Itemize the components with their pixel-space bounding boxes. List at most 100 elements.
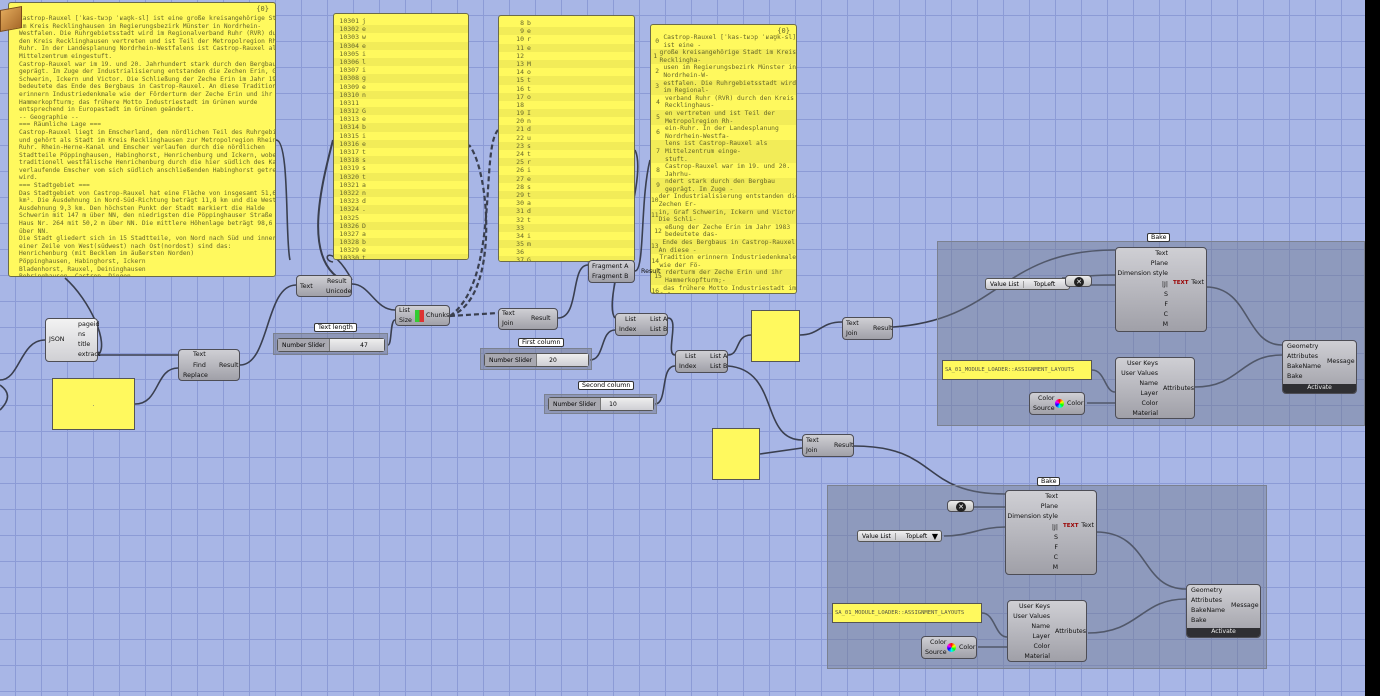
input-color[interactable]: Color — [1038, 395, 1055, 402]
output-list-a[interactable]: List A — [710, 353, 728, 360]
input-json[interactable]: JSON — [49, 336, 65, 343]
input-name[interactable]: Name — [1139, 380, 1158, 387]
value-list-selected[interactable]: TopLeft — [1033, 280, 1056, 288]
value-list-dropdown[interactable]: Value List TopLeft ▼ — [985, 278, 1070, 290]
output-pageid[interactable]: pageid — [78, 321, 100, 328]
input-text[interactable]: Text — [806, 437, 819, 444]
value-list-selected[interactable]: TopLeft — [905, 532, 928, 540]
dropdown-arrow-icon[interactable]: ▼ — [931, 531, 938, 541]
input-fragment-b[interactable]: Fragment B — [592, 273, 629, 280]
input-list[interactable]: List — [685, 353, 697, 360]
input-f[interactable]: F — [1164, 301, 1168, 308]
input-j[interactable]: |J| — [1161, 280, 1168, 288]
input-index[interactable]: Index — [679, 363, 697, 370]
first-column-slider[interactable]: Number Slider 20 — [484, 353, 589, 367]
output-text[interactable]: Text — [1191, 279, 1204, 286]
output-chunks[interactable]: Chunks — [426, 312, 450, 319]
input-s[interactable]: S — [1054, 533, 1058, 541]
output-result[interactable]: Result — [641, 268, 661, 275]
output-result[interactable]: Result — [327, 278, 347, 285]
input-join[interactable]: Join — [502, 320, 514, 327]
input-dimensionstyle[interactable]: Dimension style — [1007, 513, 1058, 521]
input-bake[interactable]: Bake — [1191, 617, 1207, 624]
input-bakename[interactable]: BakeName — [1287, 363, 1322, 370]
text-join-component-c[interactable]: Text Join Result — [802, 434, 854, 457]
second-column-slider[interactable]: Number Slider 10 — [548, 397, 654, 411]
output-list-b[interactable]: List B — [710, 363, 728, 370]
input-plane[interactable]: Plane — [1150, 260, 1168, 268]
input-name[interactable]: Name — [1031, 623, 1050, 630]
input-layer[interactable]: Layer — [1032, 633, 1050, 640]
input-m[interactable]: M — [1052, 564, 1058, 572]
input-bakename[interactable]: BakeName — [1191, 607, 1226, 614]
output-message[interactable]: Message — [1231, 602, 1259, 609]
input-j[interactable]: |J| — [1051, 523, 1058, 531]
input-userkeys[interactable]: User Keys — [1126, 360, 1158, 367]
output-attributes[interactable]: Attributes — [1055, 628, 1087, 635]
slider-value[interactable]: 47 — [360, 342, 368, 349]
output-list-a[interactable]: List A — [650, 316, 668, 323]
value-list-dropdown[interactable]: Value List TopLeft ▼ — [857, 530, 942, 542]
input-join[interactable]: Join — [806, 447, 818, 454]
input-f[interactable]: F — [1054, 544, 1058, 551]
input-text[interactable]: Text — [846, 320, 859, 327]
text-join-component[interactable]: Text Join Result — [498, 308, 558, 330]
input-source[interactable]: Source — [1033, 405, 1055, 412]
activate-button[interactable]: Activate — [1187, 628, 1260, 637]
input-fragment-a[interactable]: Fragment A — [592, 263, 629, 270]
column-panel-b[interactable] — [712, 428, 760, 480]
split-list-component-2[interactable]: List Index List A List B — [675, 350, 728, 373]
split-list-component[interactable]: List Index List A List B — [615, 313, 668, 336]
concatenate-component[interactable]: Fragment A Fragment B Result — [588, 260, 660, 283]
color-component[interactable]: Color Source Color — [921, 636, 977, 659]
input-find[interactable]: Find — [193, 362, 206, 369]
input-uservalues[interactable]: User Values — [1013, 613, 1050, 620]
input-text[interactable]: Text — [300, 283, 313, 290]
output-ns[interactable]: ns — [78, 331, 86, 338]
input-color[interactable]: Color — [1141, 400, 1158, 407]
column-panel-a[interactable] — [751, 310, 800, 362]
color-component[interactable]: Color Source Color — [1029, 392, 1085, 415]
layer-name-panel[interactable]: SA_01_MODULE_LOADER::ASSIGNMENT_LAYOUTS — [832, 603, 982, 623]
layer-name-panel[interactable]: SA_01_MODULE_LOADER::ASSIGNMENT_LAYOUTS — [942, 360, 1092, 380]
partition-list-component[interactable]: List Size Chunks — [395, 305, 450, 326]
input-text[interactable]: Text — [502, 310, 515, 317]
input-s[interactable]: S — [1164, 290, 1168, 298]
input-m[interactable]: M — [1162, 321, 1168, 329]
input-material[interactable]: Material — [1132, 410, 1158, 417]
input-geometry[interactable]: Geometry — [1287, 343, 1319, 350]
input-attributes[interactable]: Attributes — [1287, 353, 1319, 360]
relay-component[interactable]: ✕ — [1065, 275, 1092, 287]
input-geometry[interactable]: Geometry — [1191, 587, 1223, 594]
input-join[interactable]: Join — [846, 330, 858, 337]
output-result[interactable]: Result — [531, 315, 551, 322]
text-replace-component[interactable]: Text Find Replace Result — [178, 349, 240, 381]
output-extract[interactable]: extract — [78, 351, 101, 358]
input-attributes[interactable]: Attributes — [1191, 597, 1223, 604]
slider-value[interactable]: 20 — [549, 357, 557, 364]
find-text-panel[interactable]: . — [52, 378, 135, 430]
output-color[interactable]: Color — [959, 644, 976, 651]
input-c[interactable]: C — [1053, 554, 1058, 562]
input-size[interactable]: Size — [399, 317, 412, 324]
output-list-b[interactable]: List B — [650, 326, 668, 333]
input-color[interactable]: Color — [1033, 643, 1050, 650]
characters-component[interactable]: Text Result Unicode — [296, 275, 352, 297]
input-index[interactable]: Index — [619, 326, 637, 333]
input-layer[interactable]: Layer — [1140, 390, 1158, 397]
input-text[interactable]: Text — [1155, 250, 1168, 257]
output-title[interactable]: title — [78, 341, 91, 348]
input-list[interactable]: List — [625, 316, 637, 323]
input-replace[interactable]: Replace — [183, 372, 208, 379]
output-result[interactable]: Result — [834, 442, 854, 449]
text-length-slider[interactable]: Number Slider 47 — [277, 338, 385, 352]
input-text[interactable]: Text — [1045, 493, 1058, 500]
output-unicode[interactable]: Unicode — [326, 288, 352, 295]
input-color[interactable]: Color — [930, 639, 947, 646]
